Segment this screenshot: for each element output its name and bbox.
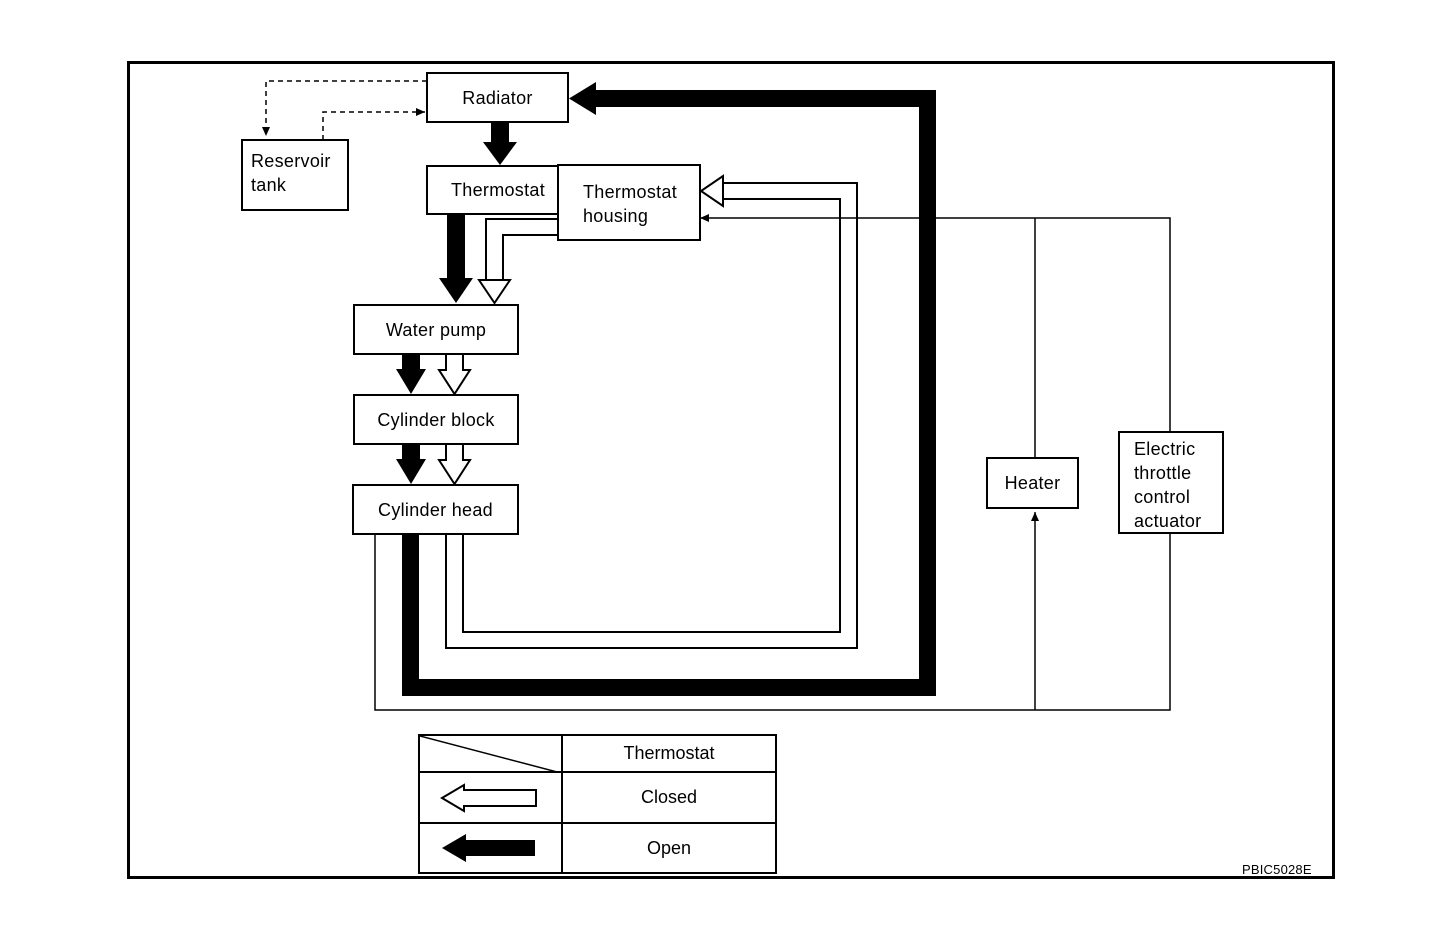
hollow-arrow-icon: [440, 783, 537, 813]
legend-header: Thermostat: [561, 734, 777, 773]
hollow-arrow-icon: [477, 218, 557, 305]
solid-arrow-icon: [396, 444, 426, 484]
legend-open-symbol: [418, 822, 563, 874]
hollow-arrow-icon: [437, 444, 472, 486]
solid-arrow-icon: [442, 834, 535, 862]
open-flow-path: [402, 82, 936, 696]
electric-throttle-control-actuator-box: Electric throttle control actuator: [1118, 431, 1224, 534]
radiator-box: Radiator: [426, 72, 569, 123]
diagram-frame: [127, 61, 1335, 879]
legend-closed-label: Closed: [561, 771, 777, 824]
solid-arrow-icon: [483, 122, 517, 165]
legend-closed-symbol: [418, 771, 563, 824]
water-pump-box: Water pump: [353, 304, 519, 355]
closed-flow-path: [445, 174, 858, 649]
legend-table: Thermostat Closed Open: [418, 734, 777, 874]
legend-corner-cell: [418, 734, 563, 773]
legend-open-label: Open: [561, 822, 777, 874]
heater-box: Heater: [986, 457, 1079, 509]
cylinder-head-box: Cylinder head: [352, 484, 519, 535]
reservoir-tank-box: Reservoir tank: [241, 139, 349, 211]
reservoir-dashed-lines: [262, 80, 427, 140]
cylinder-block-box: Cylinder block: [353, 394, 519, 445]
solid-arrow-icon: [439, 214, 473, 303]
hollow-arrow-icon: [437, 354, 472, 396]
figure-code: PBIC5028E: [1242, 862, 1312, 877]
thermostat-box: Thermostat: [426, 165, 570, 215]
thermostat-housing-box: Thermostat housing: [557, 164, 701, 241]
solid-arrow-icon: [396, 354, 426, 394]
